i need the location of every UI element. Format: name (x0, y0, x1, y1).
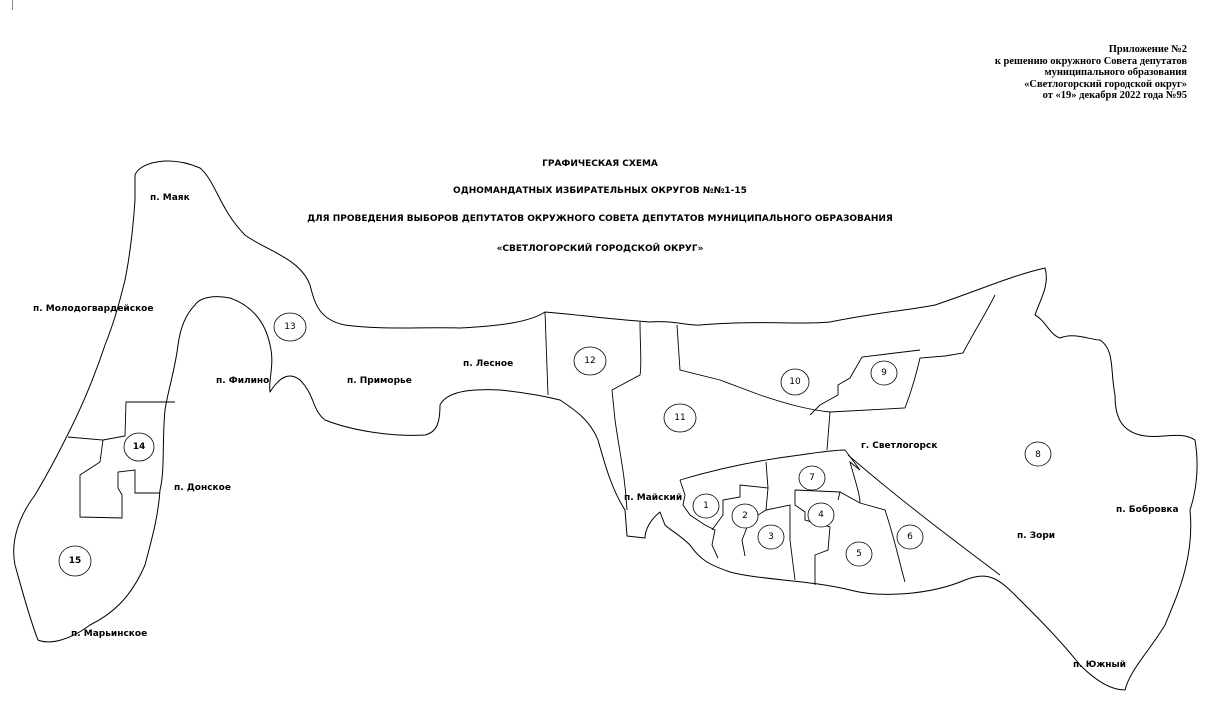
place-label-filino: п. Филино (216, 376, 269, 386)
district-marker-6[interactable]: 6 (896, 524, 924, 550)
district-number: 2 (742, 511, 748, 521)
district-number: 11 (674, 413, 685, 423)
place-label-yuzhny: п. Южный (1073, 660, 1126, 670)
district-number: 14 (133, 442, 146, 452)
district-marker-14[interactable]: 14 (123, 432, 155, 462)
place-label-marinskoe: п. Марьинское (71, 629, 147, 639)
district-marker-11[interactable]: 11 (663, 403, 697, 433)
district-number: 5 (856, 549, 862, 559)
district-number: 3 (768, 532, 774, 542)
appendix-date: от «19» декабря 2022 года №95 (1042, 90, 1187, 101)
place-label-mayak: п. Маяк (150, 193, 190, 203)
boundary-6-8 (847, 454, 1001, 583)
boundary-2-3 (711, 484, 769, 557)
district-marker-8[interactable]: 8 (1024, 441, 1052, 467)
district-number: 15 (69, 556, 82, 566)
boundary-9-10 (809, 349, 921, 416)
boundary-5-6 (837, 491, 841, 501)
district-number: 13 (284, 322, 295, 332)
appendix-number: Приложение №2 (1108, 44, 1187, 55)
district-marker-10[interactable]: 10 (780, 368, 810, 396)
district-number: 12 (584, 356, 595, 366)
place-label-lesnoe: п. Лесное (463, 359, 513, 369)
place-label-svetlogorsk: г. Светлогорск (861, 441, 937, 451)
boundary-svetlogorsk-east (844, 449, 861, 504)
appendix-decision: к решению окружного Совета депутатов (994, 55, 1187, 67)
boundary-14-13 (102, 401, 175, 441)
boundary-3-4 (765, 461, 796, 581)
boundary-1-2 (679, 479, 719, 559)
place-label-bobrovka: п. Бобровка (1116, 504, 1179, 515)
map-title-line-3: ДЛЯ ПРОВЕДЕНИЯ ВЫБОРОВ ДЕПУТАТОВ ОКРУЖНО… (307, 214, 893, 224)
boundary-11-12 (611, 321, 642, 511)
district-number: 1 (703, 501, 709, 511)
district-marker-13[interactable]: 13 (273, 312, 307, 342)
place-label-primorye: п. Приморье (347, 376, 412, 386)
place-label-mayskiy: п. Майский (624, 493, 682, 503)
district-marker-3[interactable]: 3 (757, 524, 785, 550)
appendix-municipality: муниципального образования (1044, 67, 1187, 78)
boundary-4-7 (794, 489, 861, 504)
map-title-line-4: «СВЕТЛОГОРСКИЙ ГОРОДСКОЙ ОКРУГ» (496, 244, 704, 254)
district-number: 8 (1035, 450, 1041, 460)
territory-outline (13, 160, 1198, 691)
district-marker-15[interactable]: 15 (58, 545, 92, 577)
district-marker-12[interactable]: 12 (573, 346, 607, 376)
map-title-line-1: ГРАФИЧЕСКАЯ СХЕМА (542, 159, 658, 169)
place-label-donskoe: п. Донское (174, 483, 231, 493)
district-marker-4[interactable]: 4 (807, 502, 835, 528)
appendix-header: Приложение №2 к решению окружного Совета… (995, 44, 1187, 102)
boundary-12-13 (544, 311, 549, 396)
map-title-line-2: ОДНОМАНДАТНЫХ ИЗБИРАТЕЛЬНЫХ ОКРУГОВ №№1-… (453, 186, 747, 196)
district-marker-2[interactable]: 2 (731, 503, 759, 529)
district-number: 7 (809, 473, 815, 483)
district-number: 10 (789, 377, 801, 387)
district-marker-9[interactable]: 9 (870, 360, 898, 386)
boundary-14-15 (67, 436, 160, 519)
boundary-svetlogorsk-north (679, 449, 846, 481)
district-number: 6 (907, 532, 913, 542)
district-marker-7[interactable]: 7 (798, 465, 826, 491)
district-number: 9 (881, 368, 887, 378)
district-marker-5[interactable]: 5 (845, 541, 873, 567)
place-label-molodogvardeyskoe: п. Молодогвардейское (33, 304, 153, 314)
place-label-zori: п. Зори (1017, 531, 1055, 541)
boundary-10-11 (676, 324, 831, 451)
district-number: 4 (818, 510, 824, 520)
district-marker-1[interactable]: 1 (692, 493, 720, 519)
appendix-okrug-name: «Светлогорский городской округ» (1024, 78, 1187, 90)
boundary-8-9 (829, 294, 996, 413)
page-edge-mark (12, 0, 13, 10)
